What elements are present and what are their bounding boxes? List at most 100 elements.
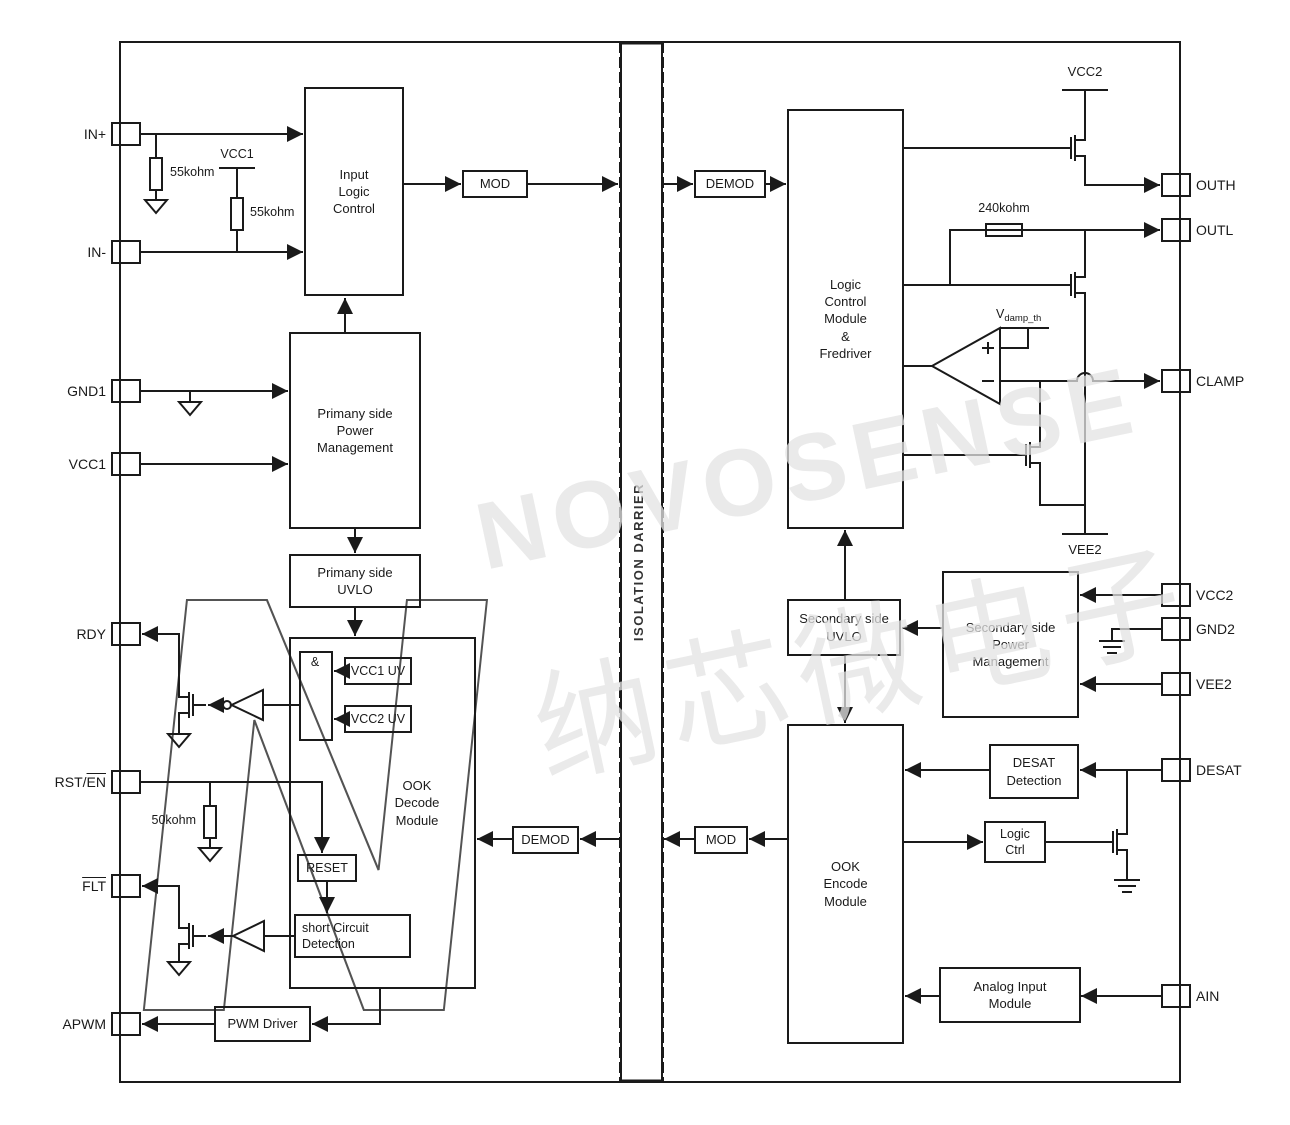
isolation-barrier-label: ISOLATION DARRIER [631, 482, 646, 642]
flt-overlined-text: FLT [82, 878, 106, 894]
resistor-55k-1 [149, 157, 163, 191]
earth-ground-icon [1114, 867, 1140, 893]
ground-icon [167, 961, 191, 976]
pin-ain [1161, 984, 1191, 1008]
pin-label-vcc2: VCC2 [1196, 587, 1234, 603]
pin-label-outl: OUTL [1196, 222, 1234, 238]
text-line: short Circuit [302, 920, 369, 935]
text-line: Decode [394, 795, 440, 811]
resistor-55k-2 [230, 197, 244, 231]
pin-label-vcc1: VCC1 [68, 456, 106, 472]
rst-text: RST/ [54, 774, 87, 790]
pin-rdy [111, 622, 141, 646]
vdamp-subscript: damp_th [1004, 313, 1042, 324]
ground-icon [198, 847, 222, 862]
label-mod-top: MOD [479, 176, 511, 192]
resistor-240k [985, 223, 1023, 237]
label-resistor-55k-1: 55kohm [170, 165, 215, 179]
pin-vcc1 [111, 452, 141, 476]
mosfet-icon [1100, 821, 1128, 863]
block-input-logic-control [304, 87, 404, 296]
inverter-icon [229, 688, 264, 722]
text-line: Control [333, 201, 375, 217]
text-line: Secondary side [965, 619, 1056, 635]
ground-icon [144, 199, 168, 214]
text-line: Fredriver [819, 345, 872, 361]
text-line: OOK [831, 859, 860, 875]
pin-label-ain: AIN [1196, 988, 1220, 1004]
chip-outline [119, 41, 1181, 1083]
pin-label-flt: FLT [30, 876, 106, 896]
en-overlined-text: EN [86, 774, 106, 790]
label-logic-ctrl: Logic Ctrl [985, 822, 1045, 862]
mosfet-icon [1058, 264, 1086, 306]
label-secondary-uvlo: Secondary side UVLO [788, 600, 900, 655]
text-line: Detection [302, 937, 355, 951]
text-line: & [841, 328, 850, 344]
pin-label-rst-en: RST/EN [30, 772, 106, 792]
text-line: Encode [823, 876, 868, 892]
label-vcc1-rail: VCC1 [220, 147, 254, 161]
text-line: Module [824, 893, 867, 909]
label-desat-detection: DESAT Detection [990, 745, 1078, 798]
label-demod-bottom: DEMOD [521, 832, 570, 848]
text-line: DESAT [1012, 755, 1056, 771]
pin-label-gnd1: GND1 [67, 383, 106, 399]
text-line: Management [972, 654, 1049, 670]
pin-label-rdy: RDY [76, 626, 106, 642]
label-ook-decode-module: OOK Decode Module [358, 772, 476, 834]
text-line: Logic [829, 277, 862, 293]
vdamp-base: V [996, 307, 1005, 321]
label-logic-control-module: Logic Control Module & Fredriver [788, 110, 903, 528]
label-resistor-240k: 240kohm [978, 201, 1030, 215]
pin-vee2 [1161, 672, 1191, 696]
pin-label-outh: OUTH [1196, 177, 1236, 193]
earth-ground-icon [1099, 628, 1125, 654]
pin-outh [1161, 173, 1191, 197]
text-line: Power [992, 636, 1029, 652]
buffer-icon [230, 919, 265, 953]
mosfet-icon [1013, 434, 1041, 476]
pin-gnd2 [1161, 617, 1191, 641]
resistor-50k [203, 805, 217, 839]
label-pwm-driver: PWM Driver [227, 1016, 298, 1032]
label-resistor-55k-2: 55kohm [250, 205, 295, 219]
block-logic-control-module [787, 109, 904, 529]
pin-vcc2 [1161, 583, 1191, 607]
pin-label-apwm: APWM [62, 1016, 106, 1032]
pin-label-vee2: VEE2 [1196, 676, 1232, 692]
text-line: Analog Input [973, 978, 1047, 994]
pin-rst-en [111, 770, 141, 794]
mosfet-icon [1058, 127, 1086, 169]
wires-secondary-side [837, 89, 1163, 1004]
text-line: Module [988, 996, 1032, 1011]
text-line: UVLO [337, 582, 373, 597]
pin-clamp [1161, 369, 1191, 393]
text-line: Control [824, 294, 867, 310]
pin-label-clamp: CLAMP [1196, 373, 1245, 389]
label-vcc2-rail: VCC2 [1067, 64, 1103, 79]
label-short-circuit-detection: short Circuit Detection [295, 915, 410, 957]
label-vee2-rail: VEE2 [1068, 542, 1102, 557]
label-and-gate: & [310, 654, 320, 669]
pin-outl [1161, 218, 1191, 242]
text-line: Module [824, 311, 867, 327]
label-demod-top: DEMOD [705, 176, 755, 192]
text-line: Module [395, 812, 439, 828]
label-resistor-50k: 50kohm [151, 813, 196, 827]
label-mod-bottom: MOD [705, 832, 737, 848]
label-reset: RESET [306, 860, 348, 875]
ground-icon [178, 401, 202, 416]
wires-primary-side [139, 126, 789, 1032]
label-vcc2-uv: VCC2 UV [350, 711, 406, 726]
pin-flt [111, 874, 141, 898]
block-secondary-power-management [942, 571, 1079, 718]
mosfet-icon [178, 684, 206, 726]
text-line: UVLO [826, 628, 862, 644]
block-desat-detection [989, 744, 1079, 799]
label-primary-power-management: Primany side Power Management [290, 333, 420, 528]
pin-label-gnd2: GND2 [1196, 621, 1235, 637]
text-line: Primany side [317, 405, 393, 421]
